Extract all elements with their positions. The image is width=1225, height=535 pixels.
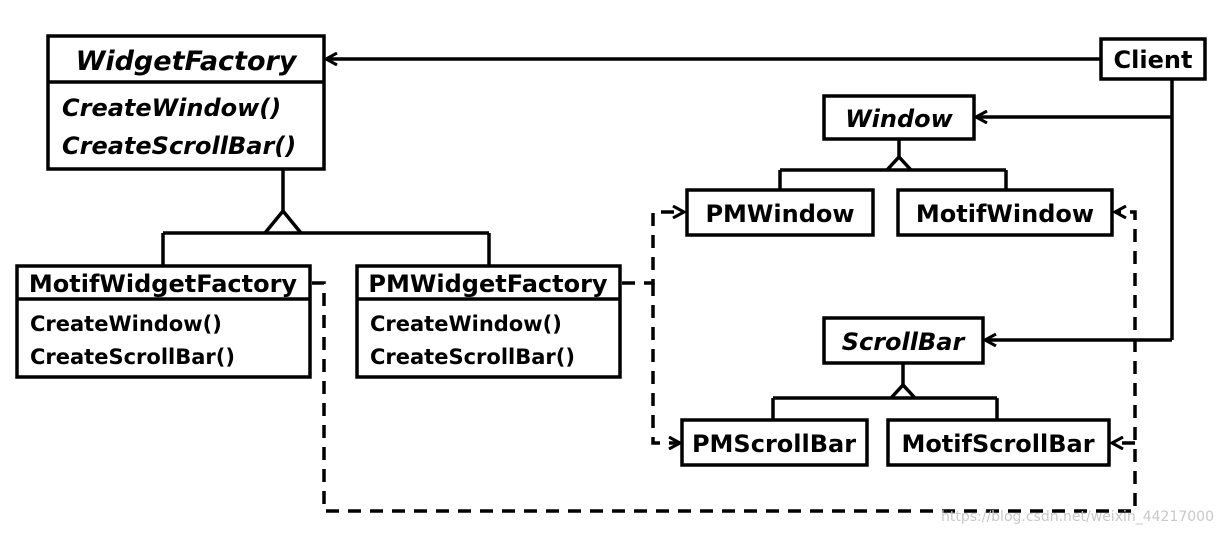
class-motifscrollbar: MotifScrollBar: [886, 418, 1111, 467]
window-inheritance: [778, 139, 1008, 190]
class-name: PMWidgetFactory: [368, 270, 607, 298]
class-motifwidgetfactory: MotifWidgetFactory CreateWindow() Create…: [15, 264, 312, 379]
widgetfactory-inheritance: [161, 169, 491, 266]
class-name: ScrollBar: [842, 328, 967, 356]
class-name: WidgetFactory: [76, 46, 298, 77]
pm-factory-creates-pmscrollbar: [651, 283, 680, 443]
class-name: MotifWidgetFactory: [29, 270, 298, 298]
class-scrollbar: ScrollBar: [822, 316, 985, 365]
class-name: MotifWindow: [916, 200, 1094, 228]
class-pmscrollbar: PMScrollBar: [680, 418, 869, 467]
class-name: PMScrollBar: [692, 430, 856, 458]
class-client: Client: [1099, 37, 1207, 81]
class-name: Window: [845, 105, 953, 133]
class-widgetfactory: WidgetFactory CreateWindow() CreateScrol…: [46, 34, 326, 171]
method: CreateScrollBar(): [370, 345, 575, 369]
class-name: PMWindow: [705, 200, 854, 228]
class-pmwindow: PMWindow: [685, 188, 875, 237]
method: CreateScrollBar(): [62, 132, 296, 160]
motif-factory-creates-motif-products: [312, 212, 1137, 513]
method: CreateWindow(): [62, 94, 281, 122]
method: CreateWindow(): [370, 312, 562, 336]
class-window: Window: [822, 94, 976, 141]
class-name: MotifScrollBar: [901, 430, 1094, 458]
watermark: https://blog.csdn.net/weixin_44217000: [941, 509, 1214, 525]
scrollbar-inheritance: [771, 363, 999, 420]
class-name: Client: [1114, 46, 1193, 74]
method: CreateWindow(): [30, 312, 222, 336]
class-motifwindow: MotifWindow: [896, 188, 1114, 237]
class-pmwidgetfactory: PMWidgetFactory CreateWindow() CreateScr…: [355, 264, 622, 379]
pm-factory-creates-pmwindow: [622, 212, 684, 285]
method: CreateScrollBar(): [30, 345, 235, 369]
